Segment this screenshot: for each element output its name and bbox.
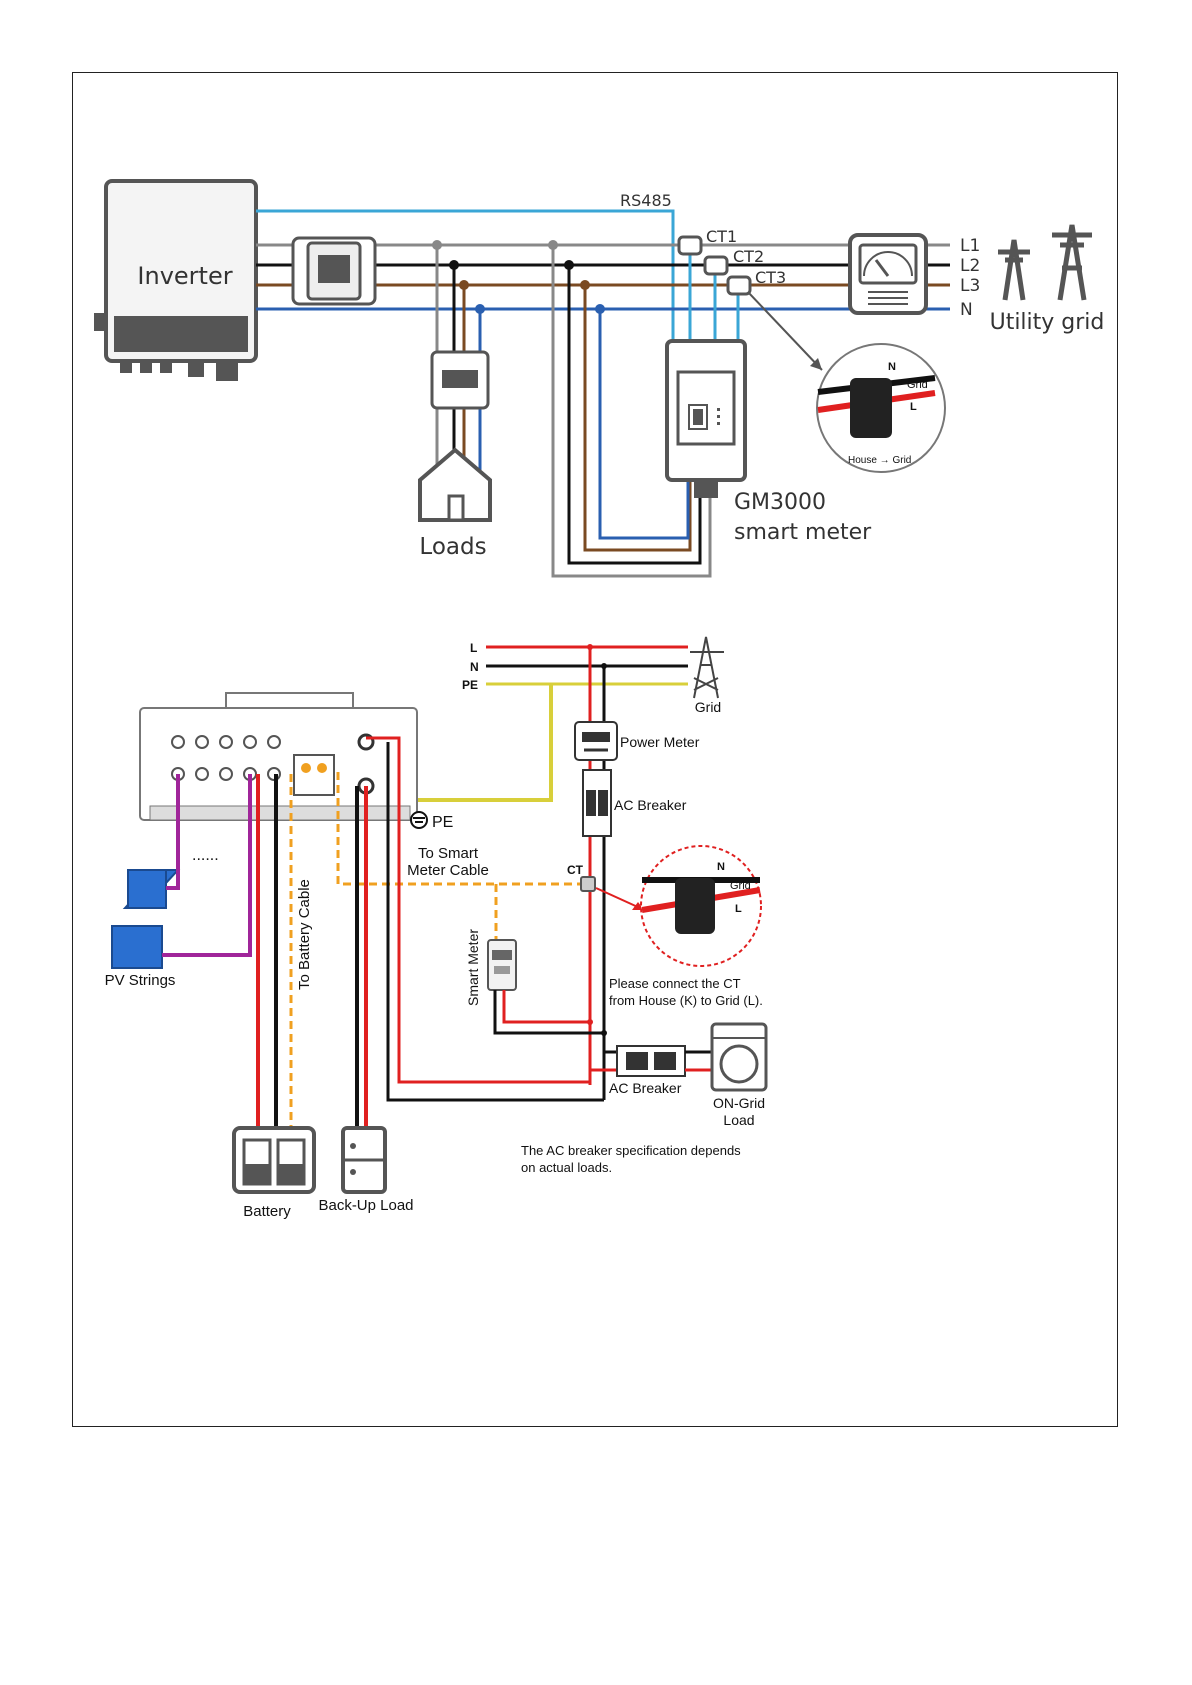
- meter-label-line2: smart meter: [734, 520, 872, 545]
- pv-cable-1: [166, 774, 180, 890]
- utility-meter: [848, 233, 928, 315]
- pe-cable: [413, 684, 553, 802]
- refrigerator-icon: [341, 1126, 387, 1194]
- grid-label: Grid: [695, 699, 721, 715]
- l1-label: L1: [960, 236, 980, 256]
- ct-detail-callout: N Grid L House → Grid: [816, 343, 946, 473]
- spec-note-line2: on actual loads.: [521, 1160, 612, 1175]
- rs485-cable: [256, 209, 675, 341]
- bottom-diagram: L N PE Grid: [105, 636, 768, 1220]
- house-icon: [418, 447, 492, 522]
- pv-dots: ......: [192, 847, 219, 864]
- smart-meter-cable: [336, 772, 582, 886]
- on-grid-cable-black: [386, 742, 604, 1102]
- on-grid-load-label2: Load: [723, 1112, 754, 1128]
- ac-breaker-top-label: AC Breaker: [614, 797, 687, 813]
- ct1-label: CT1: [706, 227, 737, 246]
- ct3-label: CT3: [755, 268, 786, 287]
- pv-panel-top-icon: [122, 869, 181, 909]
- pv-cable-2: [162, 774, 252, 957]
- ct-n-label-bottom: N: [717, 861, 725, 873]
- pe-ground-icon: [410, 811, 428, 829]
- ac-breaker-bottom-label: AC Breaker: [609, 1080, 682, 1096]
- loads-label: Loads: [419, 534, 486, 560]
- pe-ground-label: PE: [432, 814, 453, 831]
- n-label-bottom: N: [470, 660, 479, 674]
- n-label: N: [960, 300, 973, 320]
- washing-machine-icon: [710, 1022, 768, 1092]
- power-meter: [574, 721, 618, 761]
- battery-label: Battery: [243, 1203, 291, 1220]
- pe-label: PE: [462, 678, 478, 692]
- inverter-unit: Inverter: [94, 179, 258, 381]
- spec-note-line1: The AC breaker specification depends: [521, 1143, 741, 1158]
- battery-icon: [232, 1126, 316, 1194]
- loads-branch: Loads: [418, 240, 492, 560]
- ct-callout-arrow-bottom: [595, 887, 641, 909]
- ct-grid-label-bottom: Grid: [730, 880, 751, 892]
- ct-n-label: N: [888, 361, 896, 373]
- ct2-icon: [703, 255, 729, 276]
- pv-strings-label: PV Strings: [105, 972, 176, 989]
- pv-panel-bottom-icon: [111, 925, 163, 969]
- ct-direction-label: House → Grid: [848, 455, 911, 466]
- top-diagram: Inverter RS485 L: [94, 179, 1105, 578]
- inverter-label: Inverter: [137, 262, 232, 290]
- grid-pylon-icon: [690, 636, 724, 699]
- rs485-label: RS485: [620, 191, 672, 210]
- meter-feed: [548, 240, 712, 578]
- to-battery-cable-label: To Battery Cable: [296, 879, 313, 990]
- backup-load-label: Back-Up Load: [318, 1197, 413, 1214]
- to-smart-meter-label-1: To Smart: [418, 845, 479, 862]
- l-label: L: [470, 641, 477, 655]
- smart-meter-label: Smart Meter: [465, 929, 481, 1006]
- ct-l-label-bottom: L: [735, 903, 742, 915]
- l3-label: L3: [960, 276, 980, 296]
- ct3-icon: [726, 275, 752, 296]
- ct-l-label: L: [910, 401, 917, 413]
- smart-meter: [487, 939, 517, 991]
- gm3000-meter: GM3000 smart meter: [665, 339, 872, 545]
- ct-grid-label: Grid: [907, 379, 928, 391]
- on-grid-load-label1: ON-Grid: [713, 1095, 765, 1111]
- on-grid-cable-red: [366, 736, 590, 1084]
- ct-label: CT: [567, 863, 584, 877]
- ct-note-line2: from House (K) to Grid (L).: [609, 993, 763, 1008]
- ct-clamp-icon: [580, 876, 596, 892]
- power-meter-label: Power Meter: [620, 734, 700, 750]
- ct-note-line1: Please connect the CT: [609, 976, 741, 991]
- hybrid-inverter: [139, 692, 418, 821]
- ac-breaker-top: [582, 769, 612, 837]
- utility-grid-pylon-icon: [998, 224, 1092, 301]
- diagram-frame: [72, 72, 1118, 1427]
- main-breaker: [291, 236, 377, 306]
- ct-detail-bottom: N Grid L: [640, 845, 762, 967]
- ac-breaker-bottom: [616, 1045, 686, 1077]
- l2-label: L2: [960, 256, 980, 276]
- utility-grid-label: Utility grid: [990, 310, 1105, 335]
- ct-clamps: CT1 CT2 CT3: [677, 227, 786, 341]
- ct-callout-arrow: [747, 291, 823, 371]
- meter-label-line1: GM3000: [734, 490, 826, 515]
- ct2-label: CT2: [733, 247, 764, 266]
- to-smart-meter-label-2: Meter Cable: [407, 862, 489, 879]
- ct1-icon: [677, 235, 703, 256]
